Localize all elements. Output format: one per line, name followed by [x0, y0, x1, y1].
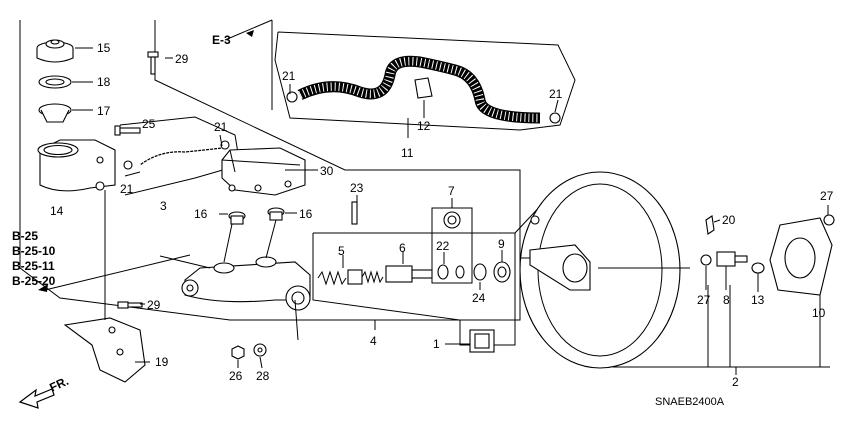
part-label-3: 3: [160, 199, 167, 213]
reservoir-cap: [36, 39, 74, 63]
reference-labels: E-3 B-25 B-25-10 B-25-11 B-25-20 FR. SNA…: [12, 33, 725, 408]
diagram-code: SNAEB2400A: [655, 396, 725, 408]
part-label-10: 10: [812, 306, 826, 320]
part-label-16b: 16: [299, 207, 313, 221]
ref-b2520: B-25-20: [12, 274, 56, 288]
part-label-21d: 21: [549, 87, 563, 101]
part-label-17: 17: [97, 104, 111, 118]
part-label-21b: 21: [214, 120, 228, 134]
leader-lines: [38, 19, 829, 369]
part-label-5: 5: [338, 244, 345, 258]
part-label-29b: 29: [147, 298, 161, 312]
part-label-29a: 29: [175, 52, 189, 66]
brake-booster: [519, 171, 690, 369]
part-label-11: 11: [401, 146, 414, 160]
ref-b2511: B-25-11: [12, 259, 55, 273]
pin: [351, 201, 358, 225]
part-label-18: 18: [97, 75, 111, 89]
part-label-2: 2: [732, 375, 739, 389]
booster-hardware: [700, 214, 835, 274]
part-label-30: 30: [320, 164, 334, 178]
piston-springs: [317, 265, 433, 286]
part-label-20: 20: [722, 213, 736, 227]
ref-b25: B-25: [12, 229, 38, 243]
part-label-23: 23: [350, 181, 364, 195]
booster-gasket: [769, 217, 833, 296]
front-label: FR.: [47, 374, 70, 395]
part-label-27b: 27: [820, 189, 834, 203]
bracket-hardware: [63, 301, 267, 383]
reservoir-hose: [123, 140, 230, 170]
reservoir-filter: [38, 75, 72, 89]
ref-b2510: B-25-10: [12, 244, 56, 258]
bolt-mid: [114, 125, 141, 136]
reservoir-seal: [38, 103, 72, 123]
vacuum-hose: [286, 55, 561, 124]
part-label-19: 19: [155, 355, 169, 369]
part-label-21a: 21: [120, 182, 134, 196]
part-label-12: 12: [417, 119, 431, 133]
mc-reservoir: [221, 147, 306, 196]
part-label-14: 14: [50, 204, 64, 218]
part-label-4: 4: [370, 334, 377, 348]
master-cylinder: [181, 219, 311, 311]
part-label-7: 7: [448, 184, 455, 198]
part-number-labels: 1 2 3 4 5 6 7 8 9 10 11 12 13 14 15 16 1…: [50, 41, 834, 389]
part-label-8: 8: [723, 293, 730, 307]
part-label-24: 24: [472, 291, 486, 305]
part-label-1: 1: [433, 337, 440, 351]
grommets: [228, 207, 285, 225]
part-label-6: 6: [399, 241, 406, 255]
reservoir-tank: [37, 139, 116, 192]
part-label-26: 26: [229, 369, 243, 383]
group-outlines: [19, 20, 830, 375]
part-label-25: 25: [142, 117, 156, 131]
part-label-21c: 21: [282, 69, 296, 83]
part-label-9: 9: [498, 237, 505, 251]
part-label-27a: 27: [697, 293, 711, 307]
part-label-15: 15: [97, 41, 111, 55]
part-label-22: 22: [436, 239, 450, 253]
front-arrow-icon: [18, 388, 55, 409]
part-label-28: 28: [256, 369, 270, 383]
ref-e3: E-3: [212, 33, 231, 47]
part-label-16a: 16: [194, 207, 208, 221]
bolt-top: [147, 51, 159, 75]
part-label-13: 13: [751, 293, 765, 307]
retaining-clip: [469, 329, 495, 353]
